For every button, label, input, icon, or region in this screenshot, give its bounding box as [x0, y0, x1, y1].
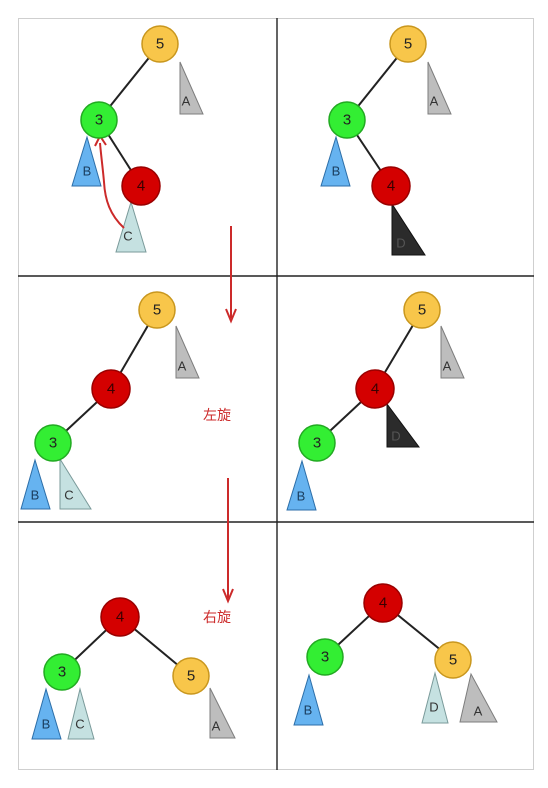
subtree-label: C [64, 488, 73, 503]
subtree-a: A [427, 61, 452, 115]
node-label: 3 [49, 435, 57, 452]
node-label: 3 [321, 649, 329, 666]
node-4: 4 [371, 166, 411, 206]
subtree-move-arrow [99, 142, 125, 229]
subtree-b: B [320, 135, 351, 187]
panel-top-left: A B C 5 3 4 [71, 25, 204, 253]
subtree-label: B [332, 164, 341, 179]
right-rotation-label: 右旋 [203, 610, 231, 626]
node-4: 4 [121, 166, 161, 206]
node-label: 4 [371, 381, 379, 398]
node-label: 5 [449, 652, 457, 669]
subtree-label: A [212, 719, 221, 734]
subtree-label: B [304, 703, 313, 718]
node-3: 3 [34, 424, 72, 462]
node-label: 5 [418, 302, 426, 319]
node-label: 5 [187, 668, 195, 685]
subtree-label: A [474, 704, 483, 719]
node-label: 3 [343, 112, 351, 129]
node-4: 4 [91, 369, 131, 409]
node-3: 3 [80, 101, 118, 139]
panel-bottom-left: B C A 4 3 5 右旋 [31, 597, 236, 740]
subtree-label: A [178, 359, 187, 374]
subtree-label: D [391, 429, 400, 444]
subtree-c: C [67, 687, 95, 740]
subtree-a: A [459, 672, 498, 723]
subtree-b: B [31, 687, 62, 740]
node-5: 5 [403, 291, 441, 329]
node-label: 3 [313, 435, 321, 452]
subtree-label: D [429, 700, 438, 715]
subtree-b: B [293, 673, 324, 726]
left-rotation-label: 左旋 [203, 408, 231, 424]
subtree-b: B [286, 459, 317, 511]
panel-middle-left: A B C 5 4 3 左旋 [20, 291, 231, 510]
outer-border [18, 18, 534, 770]
subtree-a: A [175, 325, 200, 379]
node-4: 4 [363, 583, 403, 623]
node-label: 4 [387, 178, 395, 195]
node-5: 5 [141, 25, 179, 63]
node-label: 4 [379, 595, 387, 612]
subtree-c: C [115, 200, 147, 253]
node-label: 4 [116, 609, 124, 626]
subtree-label: C [123, 229, 132, 244]
subtree-label: B [83, 164, 92, 179]
subtree-a: A [440, 325, 465, 379]
node-3: 3 [328, 101, 366, 139]
subtree-d: D [421, 671, 449, 724]
node-5: 5 [389, 25, 427, 63]
node-3: 3 [43, 653, 81, 691]
node-label: 4 [107, 381, 115, 398]
subtree-c: C [59, 457, 92, 510]
down-arrow-2-head [222, 588, 234, 604]
node-label: 5 [156, 36, 164, 53]
subtree-a: A [179, 61, 204, 115]
subtree-label: B [31, 488, 40, 503]
node-5: 5 [434, 641, 472, 679]
node-label: 3 [58, 664, 66, 681]
node-label: 5 [404, 36, 412, 53]
node-4: 4 [355, 369, 395, 409]
subtree-label: A [443, 359, 452, 374]
node-5: 5 [172, 657, 210, 695]
subtree-b: B [20, 458, 51, 510]
subtree-label: B [42, 717, 51, 732]
node-label: 3 [95, 112, 103, 129]
panel-top-right: A B D 5 3 4 [320, 25, 452, 256]
subtree-d: D [391, 202, 426, 256]
subtree-label: D [396, 236, 405, 251]
down-arrow-1-head [225, 308, 237, 324]
node-3: 3 [306, 638, 344, 676]
subtree-d: D [386, 402, 420, 448]
node-5: 5 [138, 291, 176, 329]
node-label: 4 [137, 178, 145, 195]
panel-bottom-right: B D A 4 3 5 [293, 583, 498, 726]
subtree-label: B [297, 489, 306, 504]
subtree-label: A [182, 94, 191, 109]
node-3: 3 [298, 424, 336, 462]
subtree-a: A [209, 687, 236, 739]
node-label: 5 [153, 302, 161, 319]
subtree-b: B [71, 135, 102, 187]
subtree-label: A [430, 94, 439, 109]
node-4: 4 [100, 597, 140, 637]
panel-middle-right: A D B 5 4 3 [286, 291, 465, 511]
subtree-label: C [75, 717, 84, 732]
